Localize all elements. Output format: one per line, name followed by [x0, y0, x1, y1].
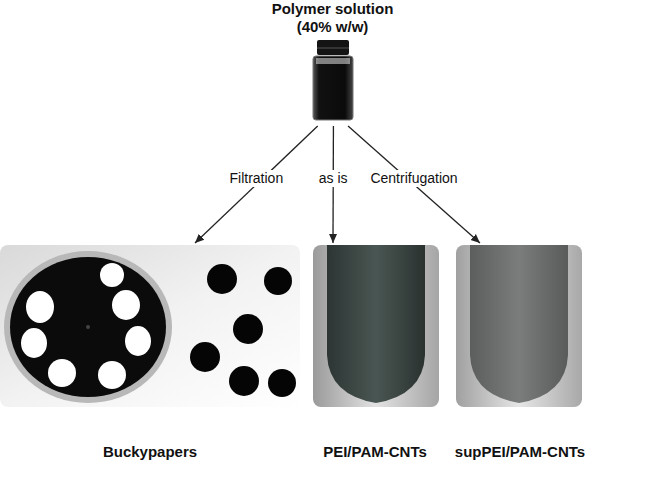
- arrow-connector: [195, 126, 318, 243]
- arrow-connector: [348, 126, 480, 243]
- photo-caption: Buckypapers: [0, 443, 300, 461]
- tube-photo: [456, 245, 582, 407]
- arrow-label: as is: [316, 170, 351, 187]
- arrow-label: Filtration: [227, 170, 287, 187]
- figure-heading: Polymer solution (40% w/w): [260, 0, 405, 36]
- vial-illustration: [305, 38, 361, 122]
- photo-node: supPEI/PAM-CNTs: [445, 245, 595, 460]
- photo-node: Buckypapers: [0, 245, 300, 460]
- arrow-label: Centrifugation: [367, 170, 460, 187]
- buckypaper-photo: [0, 245, 300, 407]
- vial-node: Polymer solution (40% w/w): [240, 0, 425, 122]
- photo-caption: supPEI/PAM-CNTs: [445, 443, 595, 461]
- tube-photo: [313, 245, 439, 407]
- photo-node: PEI/PAM-CNTs: [305, 245, 445, 460]
- photo-caption: PEI/PAM-CNTs: [305, 443, 445, 461]
